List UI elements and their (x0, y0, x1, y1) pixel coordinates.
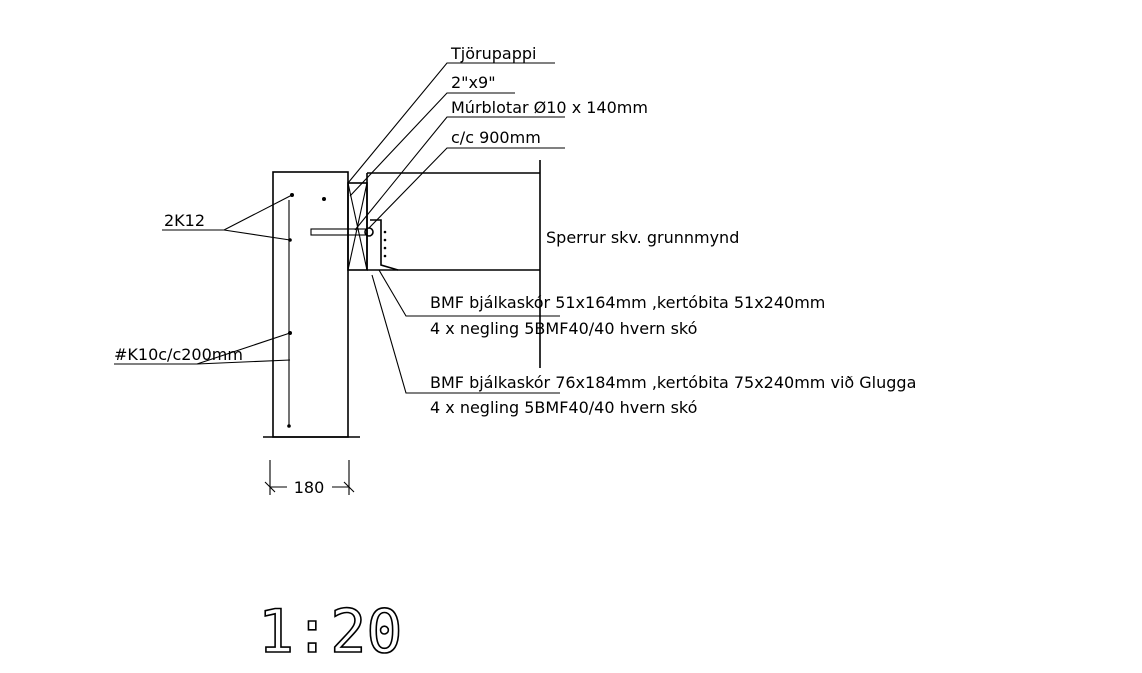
label-bmf1-line1: BMF bjálkaskór 51x164mm ,kertóbita 51x24… (430, 293, 825, 312)
label-sperrur: Sperrur skv. grunnmynd (546, 228, 739, 247)
joist-hanger (370, 219, 399, 271)
anchor-bolt (310, 227, 374, 237)
dimension-180 (264, 460, 355, 495)
label-cc900: c/c 900mm (451, 128, 541, 147)
label-bmf2-line1: BMF bjálkaskór 76x184mm ,kertóbita 75x24… (430, 373, 916, 392)
label-bmf2-line2: 4 x negling 5BMF40/40 hvern skó (430, 398, 697, 417)
concrete-wall (263, 171, 360, 438)
label-dim-180: 180 (294, 478, 325, 497)
label-murblotar: Múrblotar Ø10 x 140mm (451, 98, 648, 117)
label-2x9: 2"x9" (451, 73, 496, 92)
label-tjorupappi: Tjörupappi (450, 44, 536, 63)
scale-label: 1:20 (258, 597, 403, 667)
label-2k12: 2K12 (164, 211, 205, 230)
leader-lines (114, 62, 565, 394)
label-mesh: #K10c/c200mm (114, 345, 243, 364)
label-bmf1-line2: 4 x negling 5BMF40/40 hvern skó (430, 319, 697, 338)
